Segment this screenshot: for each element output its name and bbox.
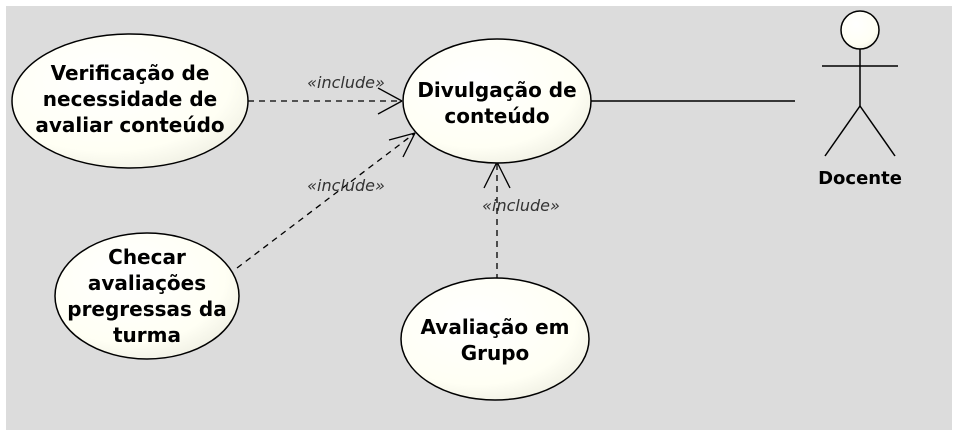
usecase-verificacao-line-3: avaliar conteúdo <box>35 113 224 137</box>
include-verificacao-connector <box>248 87 403 115</box>
usecase-checar-line-1: Checar <box>108 245 186 269</box>
usecase-avaliacao-line-2: Grupo <box>461 341 530 365</box>
usecase-checar-line-2: avaliações <box>88 271 206 295</box>
include-label-checar: «include» <box>307 176 385 195</box>
usecase-divulgacao-line-2: conteúdo <box>444 104 549 128</box>
include-checar-connector <box>236 132 416 269</box>
usecase-checar[interactable]: Checar avaliações pregressas da turma <box>54 232 240 360</box>
usecase-avaliacao[interactable]: Avaliação em Grupo <box>400 277 590 401</box>
actor-docente-label: Docente <box>818 168 902 189</box>
usecase-verificacao[interactable]: Verificação de necessidade de avaliar co… <box>11 33 249 169</box>
usecase-avaliacao-line-1: Avaliação em <box>421 315 570 339</box>
usecase-checar-line-3: pregressas da <box>67 297 226 321</box>
include-label-verificacao: «include» <box>307 73 385 92</box>
actor-docente[interactable]: Docente <box>818 10 902 189</box>
usecase-checar-line-4: turma <box>113 323 181 347</box>
include-label-avaliacao: «include» <box>482 196 560 215</box>
usecase-divulgacao-line-1: Divulgação de <box>417 78 576 102</box>
usecase-divulgacao[interactable]: Divulgação de conteúdo <box>402 38 592 164</box>
stick-figure-icon <box>822 10 898 157</box>
usecase-verificacao-line-2: necessidade de <box>43 87 217 111</box>
usecase-verificacao-line-1: Verificação de <box>51 61 210 85</box>
include-avaliacao-connector <box>483 161 511 280</box>
